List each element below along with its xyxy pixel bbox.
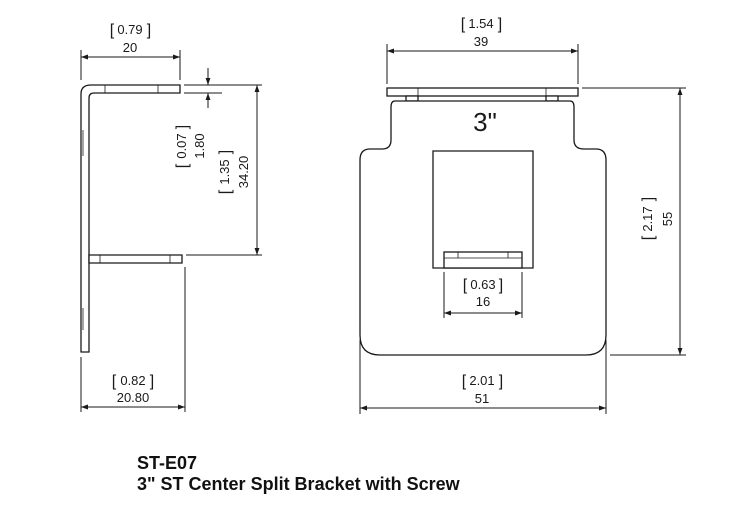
front-width-inch: 2.01 [469, 373, 494, 388]
dim-side-bottom-width: [ 0.82 ] 20.80 [80, 267, 186, 412]
side-thickness-inch: 0.07 [174, 133, 189, 158]
front-tab-width-inch: 0.63 [470, 277, 495, 292]
part-description: 3" ST Center Split Bracket with Screw [137, 474, 460, 494]
dim-front-height: 2.17 [ ] 55 [582, 87, 686, 356]
front-top-width-mm: 39 [474, 34, 488, 49]
bracket-close: ] [498, 16, 502, 33]
bracket-open: [ [110, 22, 115, 39]
dim-side-top-width: [ 0.79 ] 20 [80, 22, 181, 80]
bracket-open: [ [640, 235, 657, 240]
front-width-mm: 51 [475, 391, 489, 406]
part-code: ST-E07 [137, 453, 198, 473]
dim-front-width: [ 2.01 ] 51 [359, 340, 607, 414]
side-bottom-width-inch: 0.82 [120, 373, 145, 388]
bracket-open: [ [461, 16, 466, 33]
front-height-mm: 55 [660, 212, 675, 226]
front-height-inch: 2.17 [640, 206, 655, 231]
side-top-width-inch: 0.79 [117, 22, 142, 37]
title-block: ST-E07 3" ST Center Split Bracket with S… [137, 453, 460, 495]
dim-front-top-width: [ 1.54 ] 39 [386, 16, 579, 84]
dim-side-height: 1.35 [ ] 34.20 [186, 84, 262, 256]
bracket-close: ] [499, 277, 503, 294]
side-view: [ 0.79 ] 20 0.07 [ ] 1.80 1.35 [ ] 34.20 [80, 22, 262, 412]
bracket-open: [ [217, 189, 234, 194]
side-height-mm: 34.20 [236, 156, 251, 189]
bracket-open: [ [463, 277, 468, 294]
bracket-close: ] [499, 373, 503, 390]
bracket-close: ] [174, 125, 191, 129]
side-thickness-mm: 1.80 [192, 133, 207, 158]
bracket-close: ] [147, 22, 151, 39]
front-top-width-inch: 1.54 [468, 16, 493, 31]
front-tab [443, 251, 523, 269]
bracket-close: ] [150, 373, 154, 390]
front-tab-width-mm: 16 [476, 294, 490, 309]
side-bracket-profile [80, 84, 183, 353]
side-bottom-width-mm: 20.80 [117, 390, 150, 405]
bracket-open: [ [462, 373, 467, 390]
front-view: 3" [ 1.54 ] 39 2.17 [ ] 55 [ 0.63 [359, 16, 686, 414]
size-label: 3" [473, 107, 497, 137]
dim-front-tab-width: [ 0.63 ] 16 [443, 272, 523, 318]
bracket-close: ] [217, 150, 234, 154]
bracket-open: [ [174, 163, 191, 168]
side-top-width-mm: 20 [123, 40, 137, 55]
bracket-open: [ [112, 373, 117, 390]
side-height-inch: 1.35 [217, 159, 232, 184]
dim-side-thickness: 0.07 [ ] 1.80 [174, 68, 222, 168]
bracket-close: ] [640, 197, 657, 201]
front-cutout [432, 150, 534, 269]
front-top-flange [386, 87, 579, 102]
